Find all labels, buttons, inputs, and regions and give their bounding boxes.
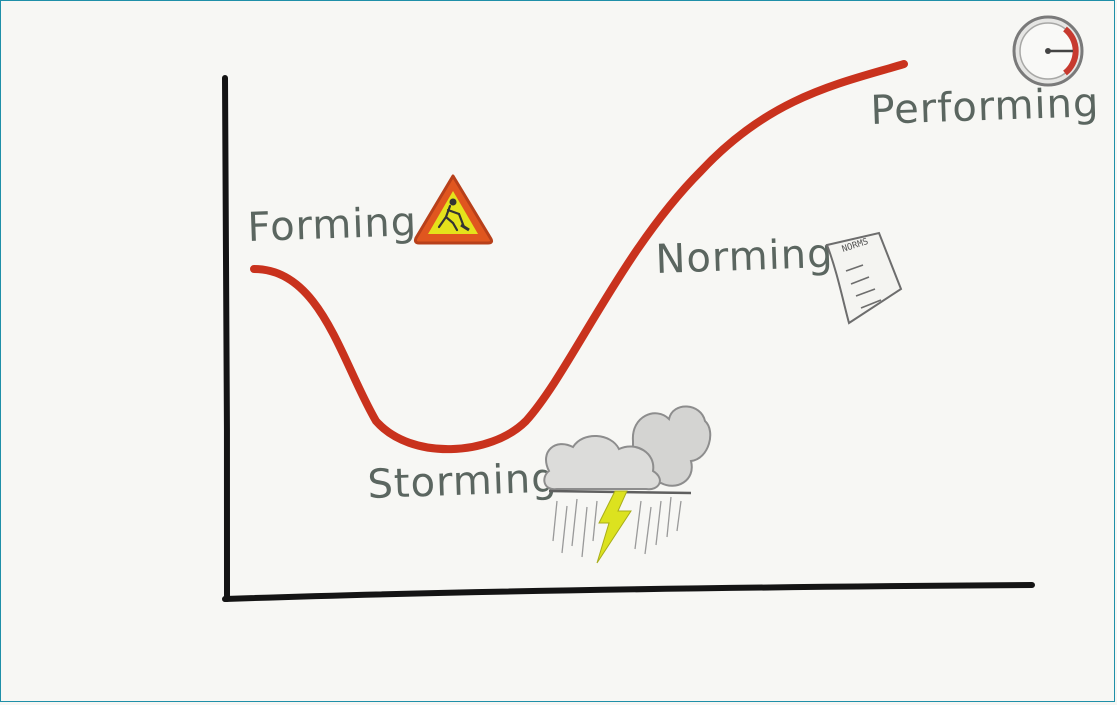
y-axis — [222, 75, 230, 602]
construction-sign-icon — [413, 174, 494, 245]
performing-label: Performing — [870, 80, 1100, 134]
norming-label: Norming — [655, 231, 834, 283]
norms-document-icon: NORMS — [825, 231, 903, 325]
team-performance-curve — [250, 60, 908, 454]
storming-label: Storming — [367, 455, 559, 508]
speedometer-icon — [1012, 15, 1084, 87]
storm-cloud-icon — [543, 405, 712, 564]
forming-label: Forming — [247, 199, 418, 251]
x-axis — [222, 582, 1035, 602]
